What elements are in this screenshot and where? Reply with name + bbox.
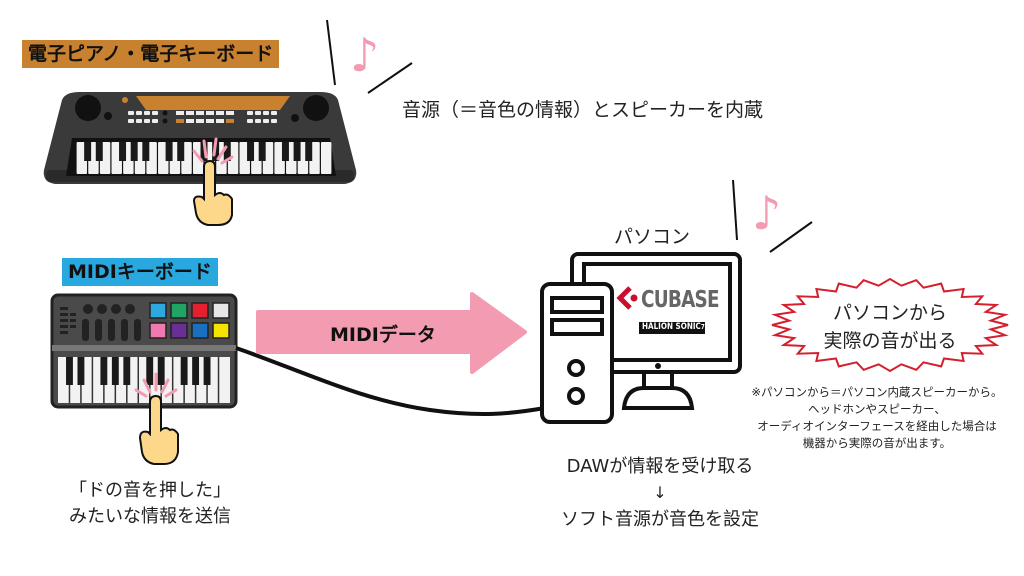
black-key xyxy=(203,357,211,385)
black-key xyxy=(192,357,200,385)
music-note-icon: ♪ xyxy=(752,186,782,240)
drum-pad xyxy=(191,322,209,339)
drum-pad xyxy=(191,302,209,319)
note-line3: オーディオインターフェースを経由した場合は xyxy=(757,419,997,433)
computer-caption-line2: ソフト音源が音色を設定 xyxy=(561,509,759,530)
note-line1: ※パソコンから＝パソコン内蔵スピーカーから。 xyxy=(751,385,1003,399)
midi-data-arrow xyxy=(256,292,527,374)
white-key xyxy=(320,142,332,174)
black-key xyxy=(180,357,188,385)
black-key xyxy=(165,142,173,161)
black-key xyxy=(95,142,103,161)
midi-keyboard-illustration xyxy=(50,293,238,409)
drum-pad xyxy=(170,322,188,339)
drum-pad xyxy=(212,322,230,339)
black-key xyxy=(146,357,154,385)
black-key xyxy=(77,357,85,385)
speech-burst xyxy=(771,277,1009,373)
pressing-finger-icon xyxy=(134,372,179,465)
midi-caption-line2: みたいな情報を送信 xyxy=(69,506,231,527)
computer-caption-line1: DAWが情報を受け取る xyxy=(566,456,754,477)
down-arrow-icon: ↓ xyxy=(653,483,667,502)
black-key xyxy=(258,142,266,161)
drum-pad xyxy=(149,302,167,319)
drum-pad xyxy=(170,302,188,319)
note-line2: ヘッドホンやスピーカー、 xyxy=(808,402,946,416)
black-key xyxy=(177,142,185,161)
midi-data-label: MIDIデータ xyxy=(330,324,436,346)
drum-pad xyxy=(212,302,230,319)
halion-sonic-version: 7 xyxy=(700,323,705,331)
black-key xyxy=(281,142,289,161)
halion-sonic-label: HALION SONIC7 xyxy=(642,322,705,332)
black-key xyxy=(130,142,138,161)
midi-keyboard-label: MIDIキーボード xyxy=(62,258,218,286)
burst-text-line2: 実際の音が出る xyxy=(823,330,957,352)
computer-illustration xyxy=(540,252,742,424)
black-key xyxy=(111,357,119,385)
black-key xyxy=(84,142,92,161)
black-key xyxy=(142,142,150,161)
black-key xyxy=(100,357,108,385)
black-key xyxy=(66,357,73,385)
pressing-finger-icon xyxy=(192,137,234,226)
black-key xyxy=(157,357,165,385)
piano-description: 音源（＝音色の情報）とスピーカーを内蔵 xyxy=(402,99,764,121)
black-key xyxy=(293,142,301,161)
electronic-keyboard-illustration xyxy=(43,92,357,184)
midi-caption-line1: 「ドの音を押した」 xyxy=(69,480,231,501)
music-note-icon: ♪ xyxy=(350,28,380,82)
drum-pad xyxy=(149,322,167,339)
cubase-logo-text: CUBASE xyxy=(641,287,720,313)
electronic-piano-label: 電子ピアノ・電子キーボード xyxy=(22,40,280,68)
black-key xyxy=(119,142,127,161)
burst-text-line1: パソコンから xyxy=(832,302,947,324)
computer-label: パソコン xyxy=(614,226,691,248)
halion-sonic-name: HALION SONIC xyxy=(642,322,701,332)
black-key xyxy=(123,357,131,385)
black-key xyxy=(223,142,231,161)
note-line4: 機器から実際の音が出ます。 xyxy=(802,436,952,450)
black-key xyxy=(247,142,255,161)
black-key xyxy=(305,142,313,161)
